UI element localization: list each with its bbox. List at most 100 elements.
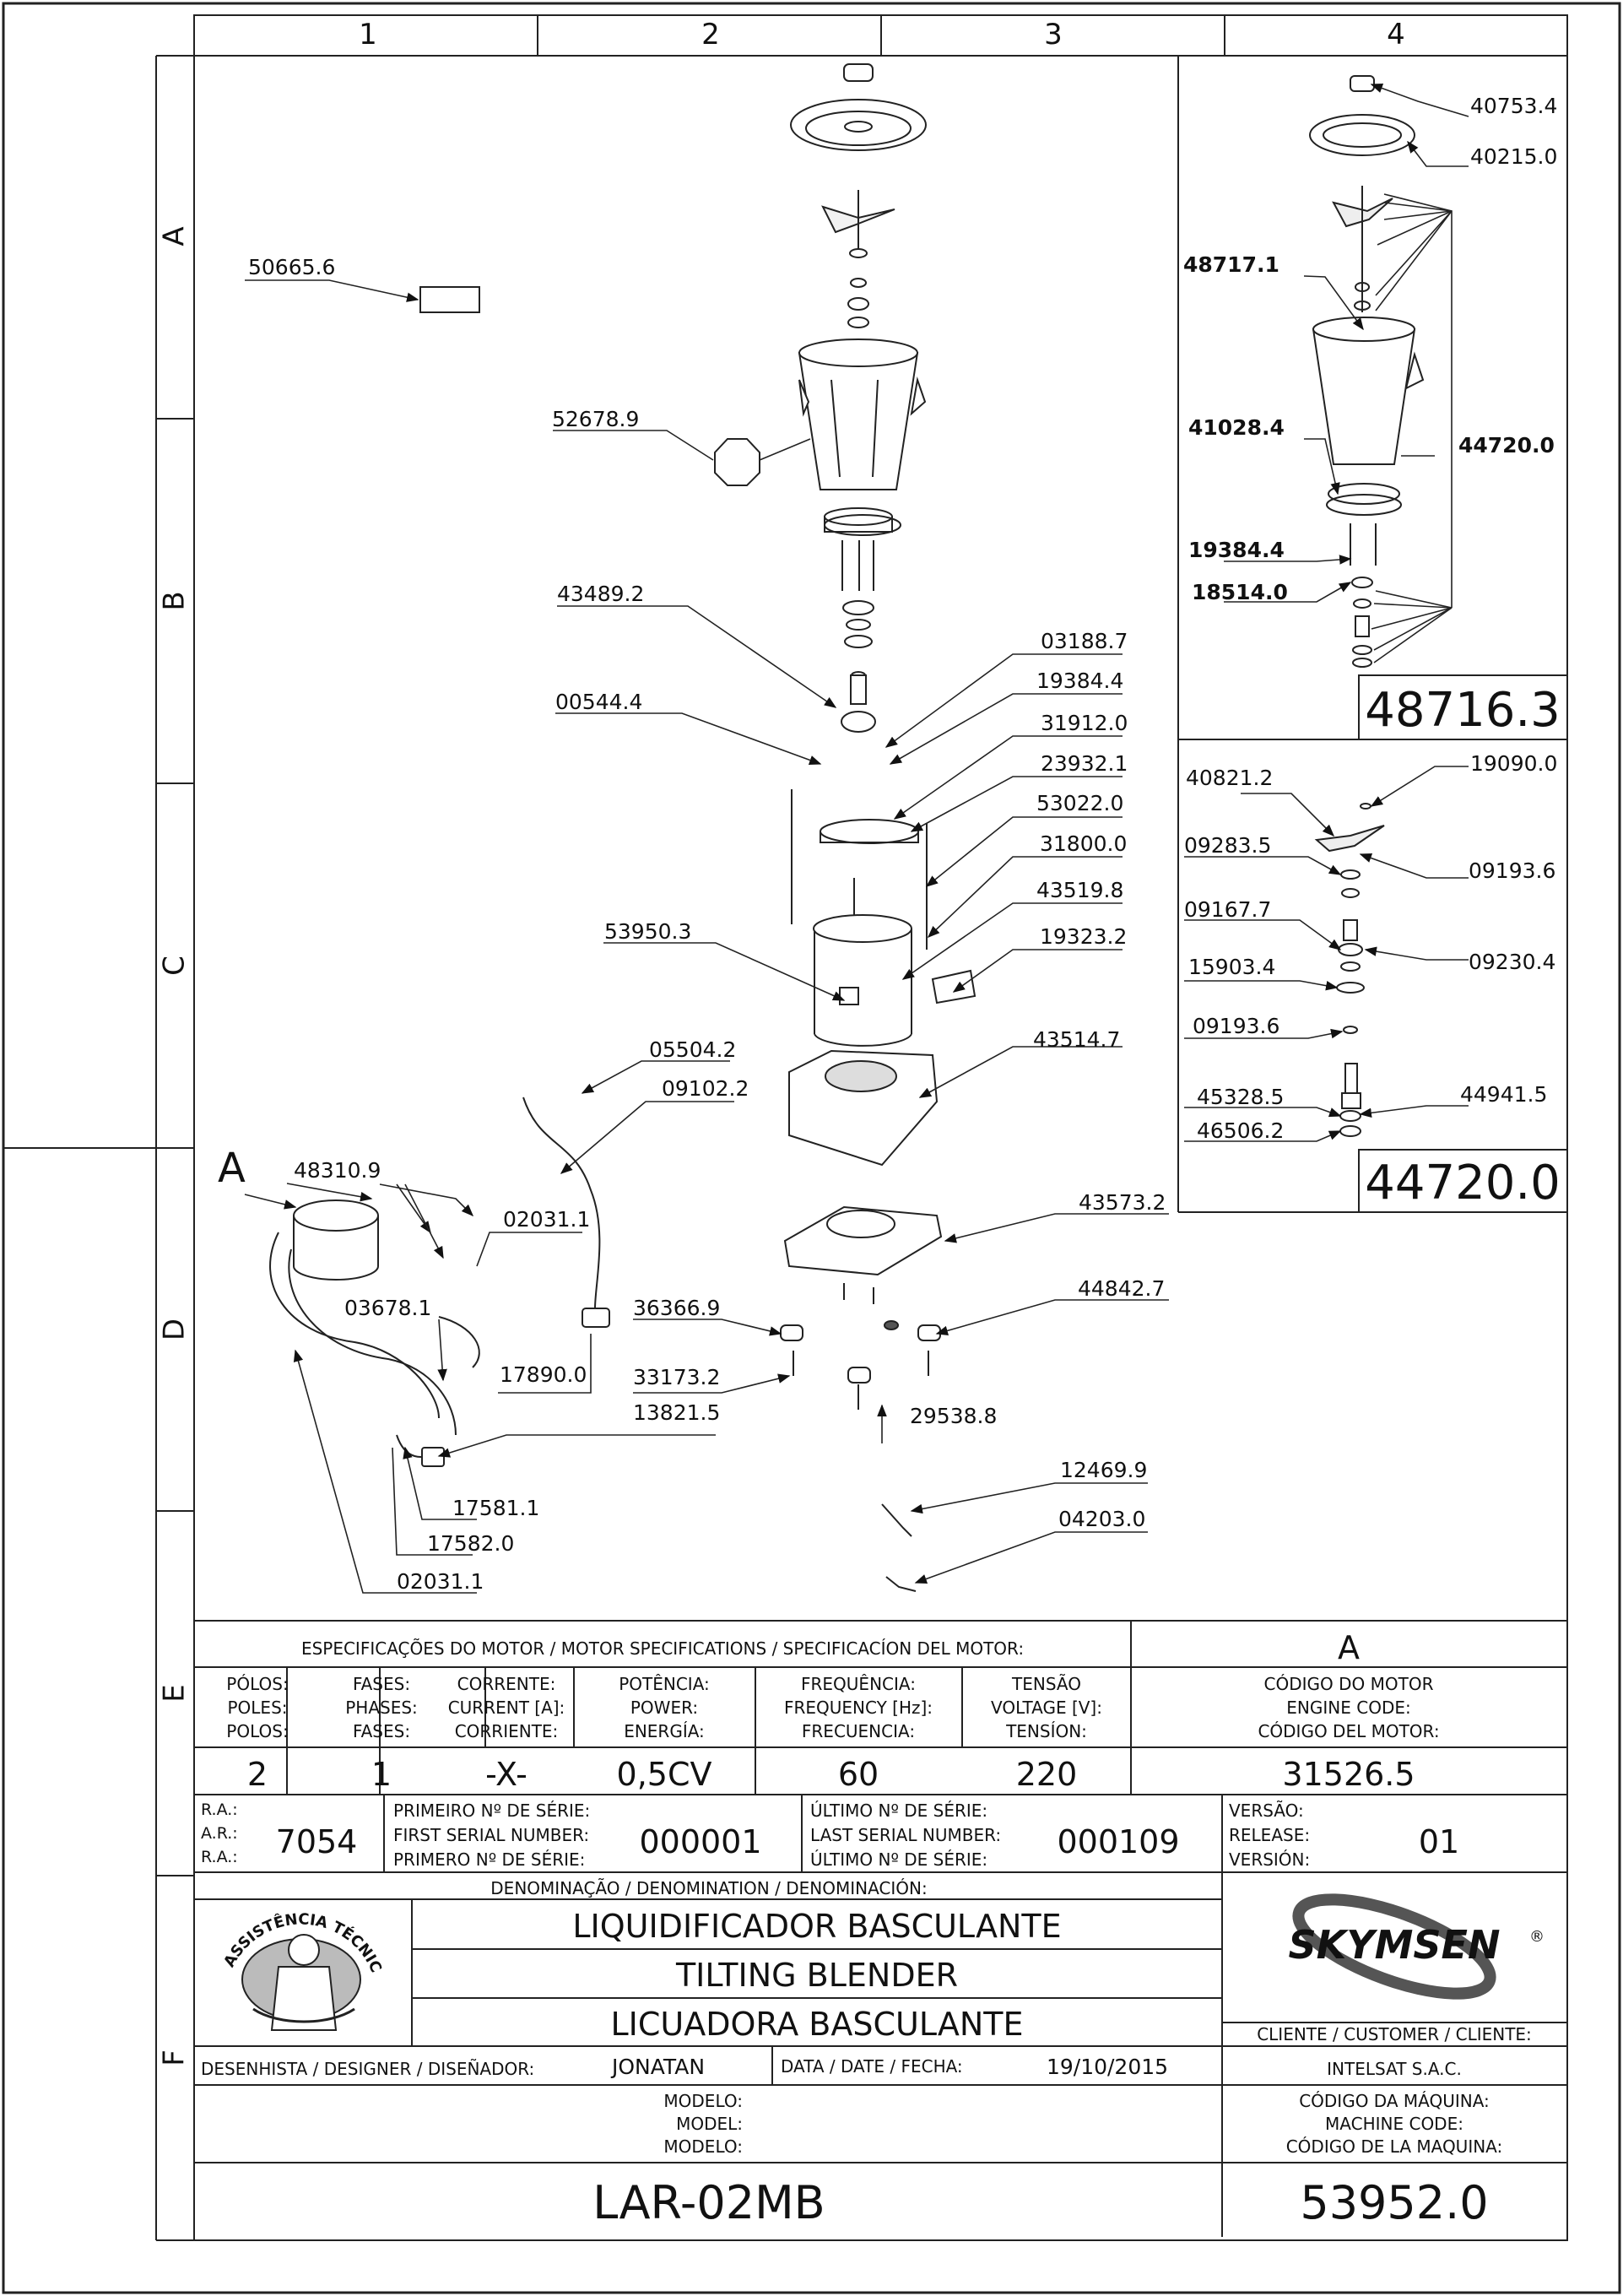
- callout: 48310.9: [294, 1158, 381, 1183]
- svg-text:0,5CV: 0,5CV: [617, 1756, 712, 1793]
- detail-bottom-leaders: [1184, 766, 1469, 1142]
- detail-callout: 09167.7: [1184, 897, 1271, 922]
- motor-spec-header: ESPECIFICAÇÕES DO MOTOR / MOTOR SPECIFIC…: [301, 1638, 1024, 1659]
- machine-code-value: 53952.0: [1300, 2176, 1488, 2229]
- motor-spec-table: PÓLOS: POLES: POLOS: 2 FASES: PHASES: FA…: [226, 1674, 1439, 1793]
- svg-text:-X-: -X-: [485, 1756, 527, 1793]
- svg-text:CÓDIGO DEL MOTOR:: CÓDIGO DEL MOTOR:: [1258, 1721, 1439, 1741]
- denomination-es: LICUADORA BASCULANTE: [610, 2006, 1023, 2043]
- svg-text:R.A.:: R.A.:: [201, 1801, 238, 1819]
- svg-text:000001: 000001: [639, 1823, 761, 1860]
- grid-row-e: E: [158, 1684, 192, 1702]
- svg-text:CÓDIGO DO MOTOR: CÓDIGO DO MOTOR: [1264, 1674, 1434, 1694]
- detail-callout: 45328.5: [1197, 1085, 1284, 1109]
- detail-callout: 46506.2: [1197, 1118, 1284, 1143]
- detail-callout: 40821.2: [1186, 766, 1273, 790]
- callout: 17890.0: [500, 1362, 587, 1387]
- grid-row-b: B: [158, 591, 192, 610]
- svg-text:FIRST SERIAL NUMBER:: FIRST SERIAL NUMBER:: [393, 1825, 589, 1845]
- callout: 23932.1: [1041, 751, 1128, 776]
- callout: 43519.8: [1036, 878, 1123, 902]
- detail-top-leaders: [1224, 84, 1469, 663]
- svg-text:SKYMSEN: SKYMSEN: [1289, 1922, 1501, 1968]
- svg-text:ÚLTIMO Nº DE SÉRIE:: ÚLTIMO Nº DE SÉRIE:: [810, 1801, 987, 1821]
- svg-text:FREQUÊNCIA:: FREQUÊNCIA:: [801, 1674, 916, 1694]
- callout: 02031.1: [397, 1569, 484, 1594]
- detail-callout: 09193.6: [1193, 1014, 1279, 1038]
- machine-code-label: MACHINE CODE:: [1325, 2114, 1463, 2134]
- date-label: DATA / DATE / FECHA:: [781, 2056, 963, 2077]
- callout: 19323.2: [1040, 924, 1127, 949]
- callout: 33173.2: [633, 1365, 720, 1389]
- designer-label: DESENHISTA / DESIGNER / DISEÑADOR:: [201, 2059, 534, 2079]
- authorized-assistance-seal: ASSISTÊNCIA TÉCNICA AUTORIZADA: [0, 0, 385, 2031]
- detail-callout: 19384.4: [1188, 538, 1285, 562]
- svg-text:31526.5: 31526.5: [1282, 1756, 1415, 1793]
- callout: 05504.2: [649, 1037, 736, 1062]
- svg-text:TENSÍON:: TENSÍON:: [1005, 1721, 1087, 1741]
- svg-text:PRIMERO Nº DE SÉRIE:: PRIMERO Nº DE SÉRIE:: [393, 1849, 585, 1870]
- designer-name: JONATAN: [610, 2055, 705, 2079]
- svg-text:VERSÃO:: VERSÃO:: [1229, 1801, 1304, 1821]
- grid-col-3: 3: [1044, 18, 1063, 51]
- title-block-lines: [194, 1620, 1567, 2237]
- customer-value: INTELSAT S.A.C.: [1327, 2059, 1462, 2079]
- svg-text:7054: 7054: [276, 1823, 358, 1860]
- grid-row-a: A: [158, 226, 192, 246]
- model-label: MODELO:: [663, 2136, 743, 2157]
- svg-text:VOLTAGE [V]:: VOLTAGE [V]:: [991, 1698, 1102, 1718]
- assembly-code-48716-3: 48716.3: [1365, 683, 1561, 738]
- denomination-pt: LIQUIDIFICADOR BASCULANTE: [572, 1908, 1061, 1945]
- detail-panel-bottom-parts: [1314, 803, 1385, 1137]
- svg-text:®: ®: [1529, 1928, 1545, 1946]
- grid-row-d: D: [158, 1319, 192, 1340]
- svg-text:POLOS:: POLOS:: [226, 1721, 288, 1741]
- svg-text:FRECUENCIA:: FRECUENCIA:: [802, 1721, 915, 1741]
- svg-text:60: 60: [838, 1756, 879, 1793]
- svg-text:POWER:: POWER:: [630, 1698, 698, 1718]
- model-label: MODEL:: [676, 2114, 743, 2134]
- svg-text:CORRIENTE:: CORRIENTE:: [455, 1721, 559, 1741]
- svg-text:LAST SERIAL NUMBER:: LAST SERIAL NUMBER:: [810, 1825, 1001, 1845]
- svg-text:POLES:: POLES:: [227, 1698, 287, 1718]
- callout: 03188.7: [1041, 629, 1128, 653]
- svg-text:FREQUENCY [Hz]:: FREQUENCY [Hz]:: [784, 1698, 933, 1718]
- svg-text:RELEASE:: RELEASE:: [1229, 1825, 1310, 1845]
- svg-text:PRIMEIRO Nº DE SÉRIE:: PRIMEIRO Nº DE SÉRIE:: [393, 1801, 590, 1821]
- svg-text:220: 220: [1016, 1756, 1078, 1793]
- decal-50665-6: [419, 286, 480, 313]
- callout: 02031.1: [503, 1207, 590, 1232]
- detail-panel-top: [1177, 56, 1568, 1213]
- serial-row: R.A.: A.R.: R.A.: 7054 PRIMEIRO Nº DE SÉ…: [201, 1801, 1459, 1870]
- svg-text:1: 1: [371, 1756, 392, 1793]
- svg-text:ENGINE CODE:: ENGINE CODE:: [1286, 1698, 1410, 1718]
- date-value: 19/10/2015: [1047, 2055, 1168, 2079]
- octagon-label-52678-9: [714, 438, 760, 486]
- grid-row-f: F: [158, 2050, 192, 2066]
- svg-text:A.R.:: A.R.:: [201, 1824, 238, 1843]
- callout: 52678.9: [552, 407, 639, 431]
- denomination-header: DENOMINAÇÃO / DENOMINATION / DENOMINACIÓ…: [490, 1878, 927, 1898]
- machine-code-label: CÓDIGO DA MÁQUINA:: [1299, 2091, 1490, 2111]
- detail-callout: 44720.0: [1458, 433, 1555, 458]
- svg-text:POTÊNCIA:: POTÊNCIA:: [619, 1674, 710, 1694]
- grid-row-c: C: [158, 956, 192, 976]
- svg-text:FASES:: FASES:: [353, 1674, 410, 1694]
- callout: 17581.1: [452, 1496, 539, 1520]
- callout: 50665.6: [248, 255, 335, 279]
- model-label: MODELO:: [663, 2091, 743, 2111]
- detail-callout: 15903.4: [1188, 955, 1275, 979]
- callout: 43573.2: [1079, 1190, 1166, 1215]
- grid-col-2: 2: [701, 18, 720, 51]
- denomination-en: TILTING BLENDER: [675, 1957, 958, 1994]
- svg-text:R.A.:: R.A.:: [201, 1848, 238, 1866]
- callout: 17582.0: [427, 1531, 514, 1556]
- callout: 29538.8: [910, 1404, 997, 1428]
- grid-rows: [3, 55, 194, 2241]
- svg-text:ÚLTIMO Nº DE SÉRIE:: ÚLTIMO Nº DE SÉRIE:: [810, 1849, 987, 1870]
- svg-text:CORRENTE:: CORRENTE:: [457, 1674, 556, 1694]
- detail-callout: 19090.0: [1470, 751, 1557, 776]
- callout: 44842.7: [1078, 1276, 1165, 1301]
- skymsen-logo: SKYMSEN ®: [1289, 1893, 1545, 2000]
